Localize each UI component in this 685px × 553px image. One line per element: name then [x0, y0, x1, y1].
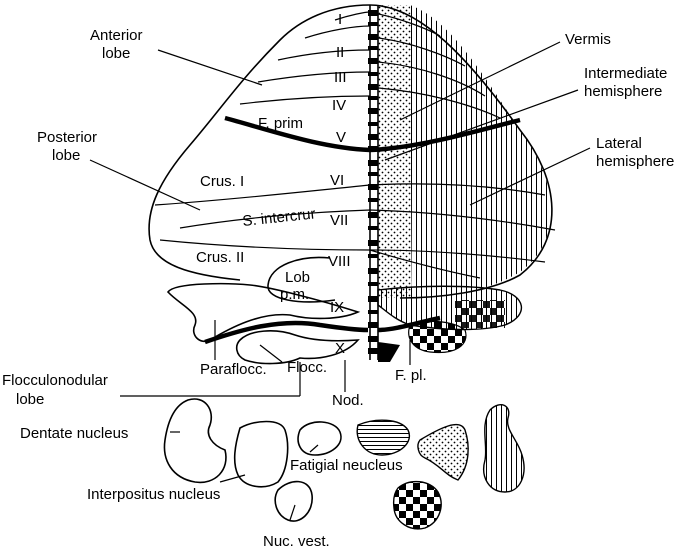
vermis-ladder: [368, 10, 378, 354]
lob-pm-label-line1: Lob: [285, 269, 310, 286]
nucleus-checker-shape: [392, 481, 442, 530]
lobule-labels: I II III IV V VI VII VIII IX X: [328, 11, 351, 357]
lobule-label-1: I: [338, 11, 342, 28]
vermis-label: Vermis: [565, 31, 611, 48]
interpositus-nucleus-shape: [233, 420, 289, 488]
nucleus-vlines-shape: [483, 404, 525, 493]
posterior-lobe-label-line1: Posterior: [37, 129, 97, 146]
anterior-lobe-label-line2: lobe: [102, 45, 130, 62]
lobule-label-5: V: [336, 129, 346, 146]
posterior-lobe-label-line2: lobe: [52, 147, 80, 164]
lobule-label-10: X: [335, 340, 345, 357]
flocculonodular-lobe-label-line1: Flocculonodular: [2, 372, 108, 389]
f-pl-label: F. pl.: [395, 367, 427, 384]
flocculonodular-lobe-label-line2: lobe: [16, 391, 44, 408]
fatigial-neucleus-label: Fatigial neucleus: [290, 457, 403, 474]
intermediate-hemisphere-label-line2: hemisphere: [584, 83, 662, 100]
lobule-label-2: II: [336, 44, 344, 61]
anterior-lobe-label-line1: Anterior: [90, 27, 143, 44]
crus-1-label: Crus. I: [200, 173, 244, 190]
lobule-label-3: III: [334, 69, 347, 86]
lateral-hemisphere-label-line2: hemisphere: [596, 153, 674, 170]
lob-pm-label-line2: p.m.: [280, 286, 309, 303]
nucleus-dots-shape: [417, 424, 469, 481]
dentate-nucleus-label: Dentate nucleus: [20, 425, 128, 442]
vestibular-nucleus-shape: [274, 480, 313, 522]
nod-label: Nod.: [332, 392, 364, 409]
interpositus-nucleus-label: Interpositus nucleus: [87, 486, 220, 503]
flocc-label: Flocc.: [287, 359, 327, 376]
dentate-nucleus-shape: [163, 398, 227, 484]
f-prim-label: F. prim: [258, 115, 303, 132]
paraflocc-label: Paraflocc.: [200, 361, 267, 378]
s-intercrur-label: S. intercrur: [242, 205, 317, 230]
intermediate-hemisphere-label-line1: Intermediate: [584, 65, 667, 82]
flocculonodular-region: [166, 282, 523, 365]
lobule-label-4: IV: [332, 97, 346, 114]
cerebellum-body: [148, 4, 556, 360]
nuclei: [163, 398, 525, 530]
lobule-label-8: VIII: [328, 253, 351, 270]
lobule-label-6: VI: [330, 172, 344, 189]
leader-lines: [89, 41, 591, 521]
crus-2-label: Crus. II: [196, 249, 244, 266]
lateral-hemisphere-label-line1: Lateral: [596, 135, 642, 152]
nucleus-hlines-shape: [356, 419, 411, 456]
lobule-label-9: IX: [330, 299, 344, 316]
labels: Anterior lobe Posterior lobe Vermis Inte…: [2, 27, 674, 550]
nuc-vest-label: Nuc. vest.: [263, 533, 330, 550]
fastigial-nucleus-shape: [297, 421, 342, 456]
lobule-label-7: VII: [330, 212, 348, 229]
